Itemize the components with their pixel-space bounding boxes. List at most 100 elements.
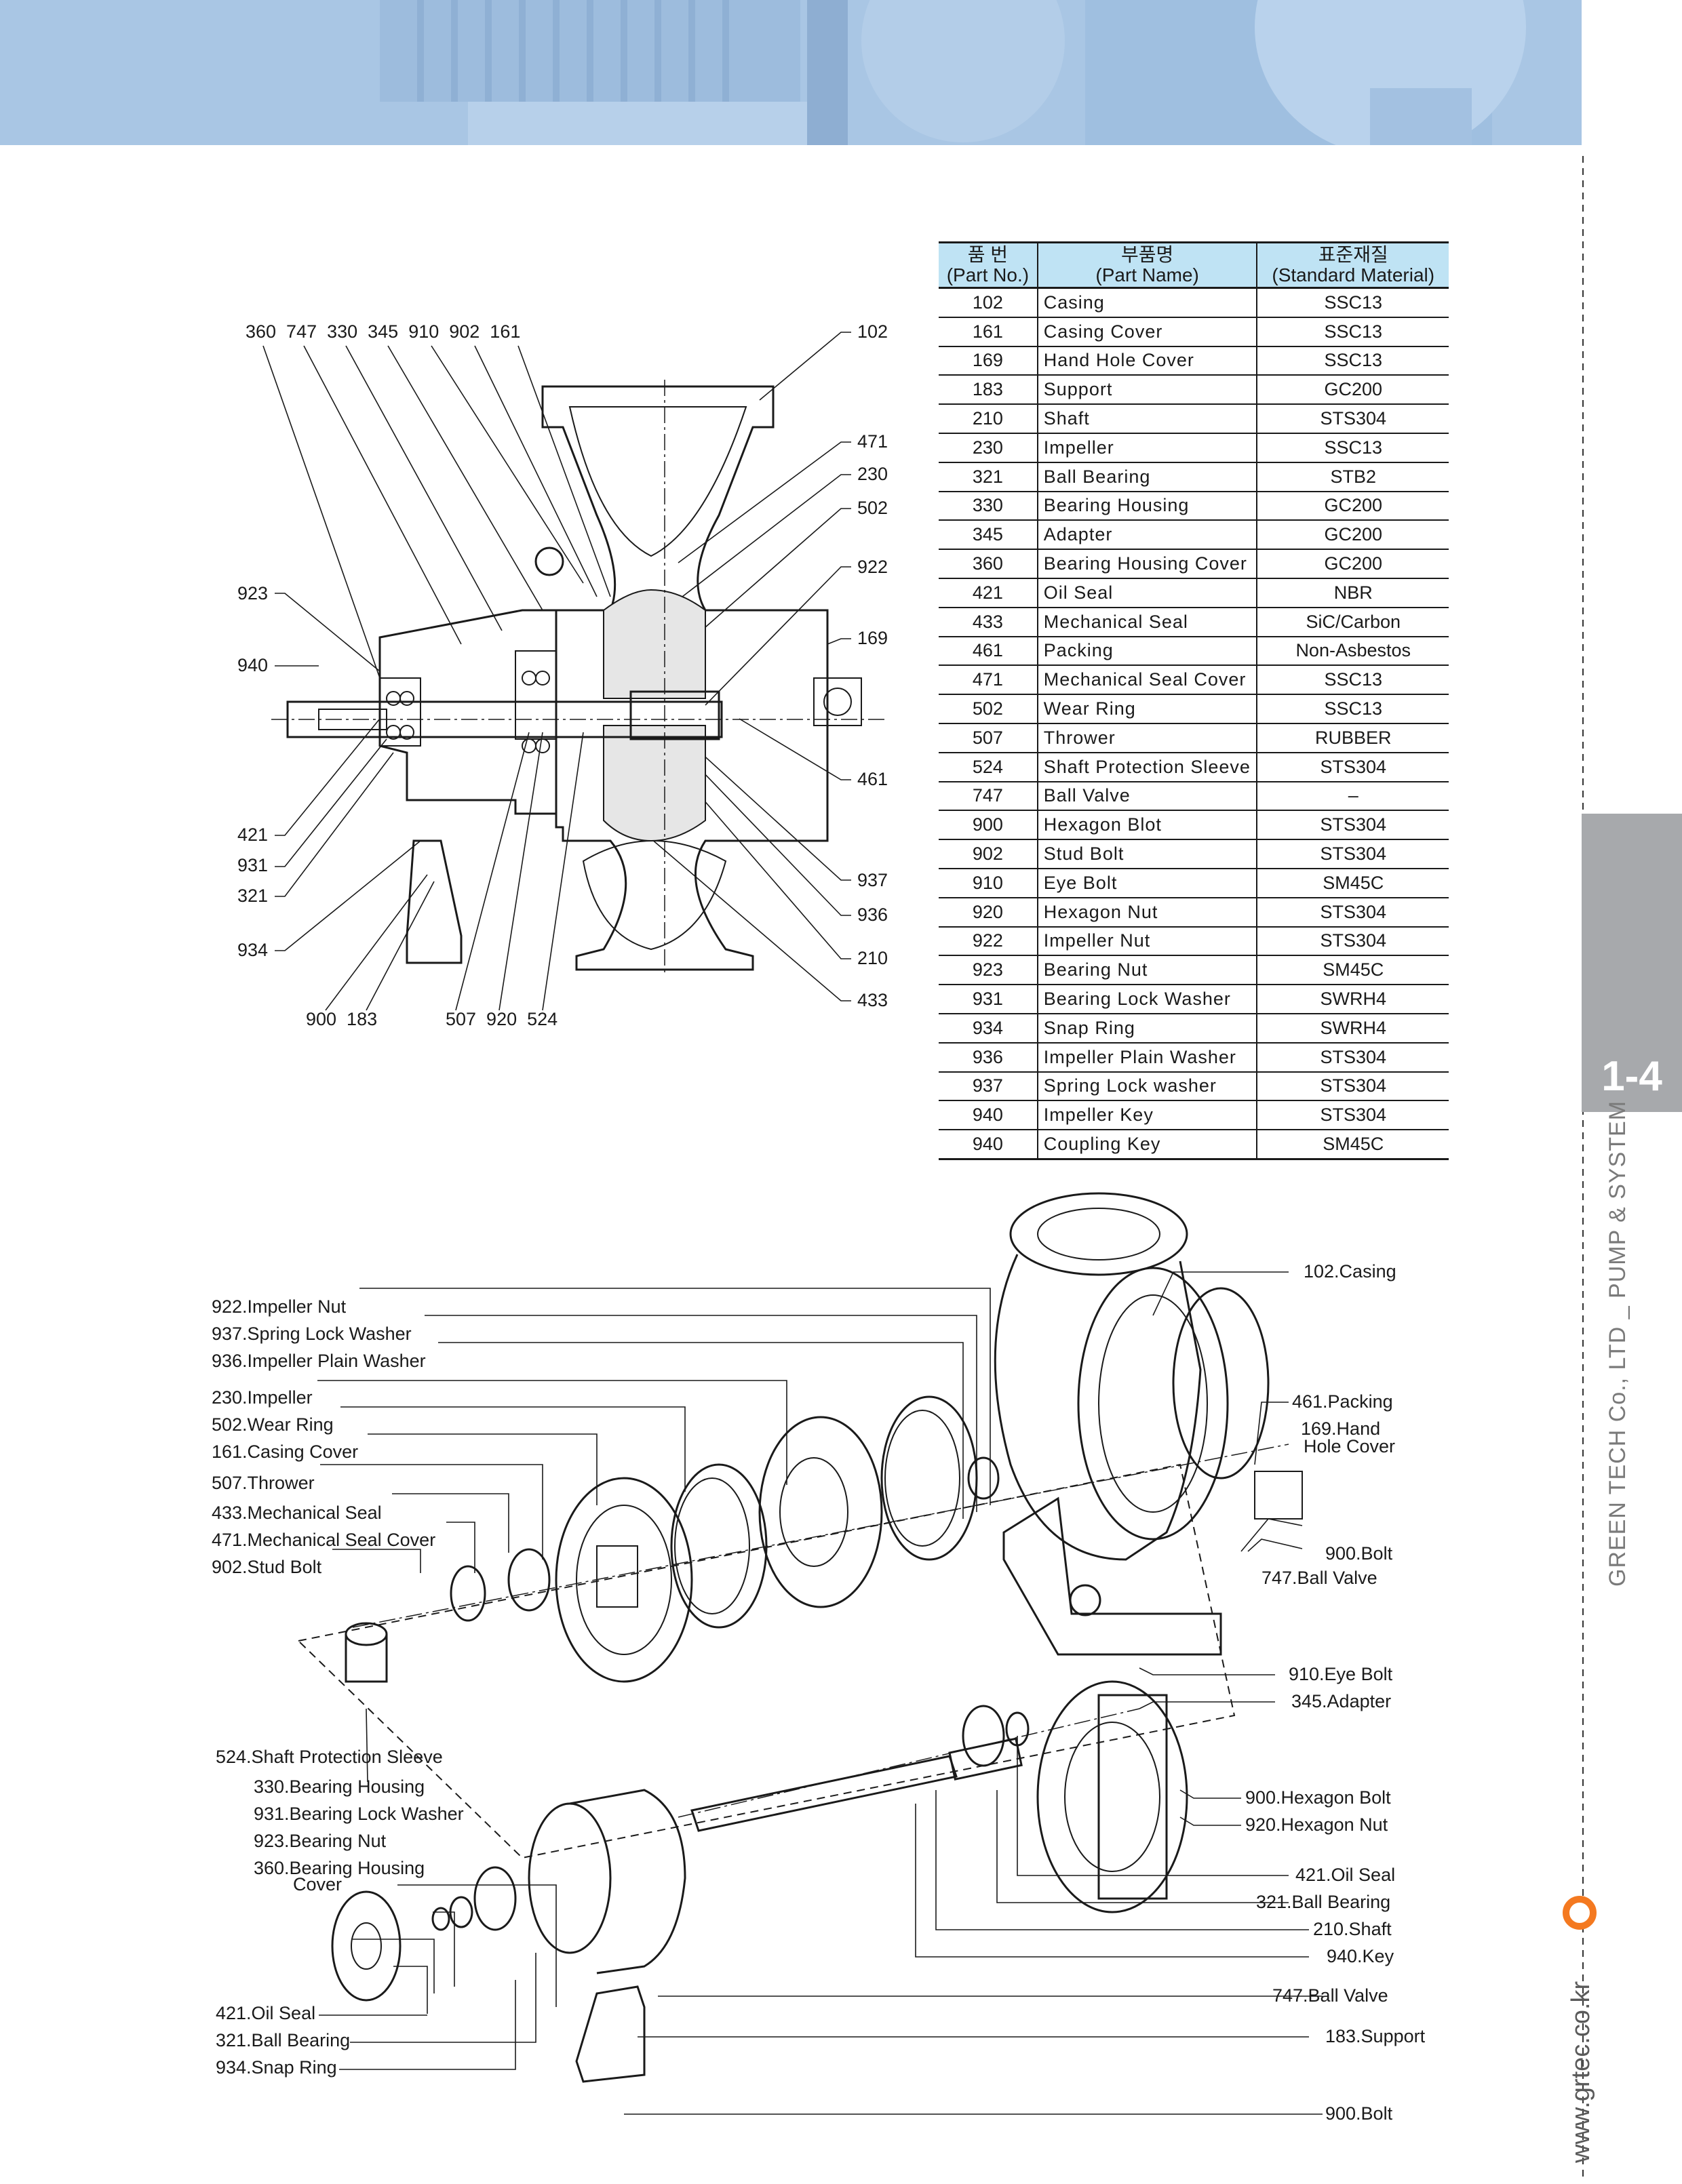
material-cell: SiC/Carbon <box>1256 607 1449 637</box>
exploded-right-label: 321.Ball Bearing <box>1256 1892 1390 1912</box>
material-cell: SSC13 <box>1256 694 1449 724</box>
callout-461: 461 <box>857 769 888 789</box>
exploded-bearing-housing <box>331 1789 686 2002</box>
assembly-plane <box>296 1463 1236 1859</box>
material-cell: STS304 <box>1256 839 1449 869</box>
part-name-cell: Bearing Nut <box>1036 955 1257 986</box>
material-cell: SSC13 <box>1256 346 1449 376</box>
exploded-left-label: 937.Spring Lock Washer <box>212 1324 412 1344</box>
rail-dashed-line <box>1582 156 1584 2181</box>
exploded-leader-lines <box>317 1271 1323 2115</box>
exploded-support <box>575 1985 646 2083</box>
exploded-left-label: 524.Shaft Protection Sleeve <box>216 1747 443 1767</box>
part-name-cell: Stud Bolt <box>1036 839 1257 869</box>
part-number-cell: 102 <box>939 287 1038 318</box>
material-cell: STS304 <box>1256 810 1449 841</box>
table-header-row: 품 번(Part No.) 부품명(Part Name) 표준재질(Standa… <box>939 241 1449 289</box>
part-number-cell: 421 <box>939 578 1038 608</box>
part-number-cell: 940 <box>939 1130 1038 1160</box>
section-support <box>406 839 463 964</box>
col-part-name: 부품명(Part Name) <box>1036 241 1257 289</box>
exploded-left-label: 502.Wear Ring <box>212 1414 334 1435</box>
exploded-right-label: 747.Ball Valve <box>1262 1568 1377 1588</box>
part-name-cell: Shaft <box>1036 404 1257 434</box>
company-name-vertical: GREEN TECH Co., LTD _ PUMP & SYSTEM <box>1605 1100 1630 1587</box>
part-number-cell: 471 <box>939 665 1038 696</box>
section-leader-lines <box>262 332 851 1011</box>
exploded-right-label: 910.Eye Bolt <box>1289 1664 1393 1684</box>
exploded-right-label: 183.Support <box>1325 2026 1426 2046</box>
part-number-cell: 902 <box>939 839 1038 869</box>
header-photo-band <box>0 0 1582 145</box>
callout-102: 102 <box>857 321 888 342</box>
part-number-cell: 330 <box>939 491 1038 521</box>
part-number-cell: 910 <box>939 868 1038 898</box>
callout-421: 421 <box>237 825 268 845</box>
part-name-cell: Ball Valve <box>1036 781 1257 812</box>
part-name-cell: Ball Bearing <box>1036 462 1257 492</box>
section-bearing-housing <box>378 547 564 815</box>
part-number-cell: 183 <box>939 375 1038 405</box>
material-cell: SM45C <box>1256 1130 1449 1160</box>
exploded-left-label: 433.Mechanical Seal <box>212 1503 382 1523</box>
exploded-left-label: 923.Bearing Nut <box>254 1831 387 1851</box>
exploded-right-label: 920.Hexagon Nut <box>1245 1814 1388 1835</box>
material-cell: STS304 <box>1256 897 1449 928</box>
part-number-cell: 433 <box>939 607 1038 637</box>
material-cell: SSC13 <box>1256 665 1449 696</box>
bottom-mid-callouts: 507 920 524 <box>446 1009 558 1029</box>
callout-922: 922 <box>857 557 888 577</box>
section-casing <box>541 385 862 971</box>
material-cell: STS304 <box>1256 752 1449 782</box>
exploded-right-label: 345.Adapter <box>1291 1691 1391 1711</box>
material-cell: SSC13 <box>1256 287 1449 318</box>
orange-ring-icon <box>1563 1896 1597 1930</box>
callout-923: 923 <box>237 583 268 603</box>
callout-931: 931 <box>237 855 268 875</box>
callout-321: 321 <box>237 886 268 906</box>
part-number-cell: 940 <box>939 1100 1038 1131</box>
part-name-cell: Wear Ring <box>1036 694 1257 724</box>
col-material: 표준재질(Standard Material) <box>1256 241 1449 289</box>
part-number-cell: 230 <box>939 433 1038 463</box>
part-number-cell: 931 <box>939 985 1038 1014</box>
exploded-right-label: 900.Hexagon Bolt <box>1245 1787 1391 1808</box>
part-name-cell: Adapter <box>1036 520 1257 551</box>
part-number-cell: 169 <box>939 346 1038 376</box>
part-name-cell: Casing Cover <box>1036 317 1257 347</box>
exploded-right-label: 210.Shaft <box>1313 1919 1392 1939</box>
exploded-right-label: Hole Cover <box>1304 1436 1395 1456</box>
part-name-cell: Impeller Nut <box>1036 926 1257 957</box>
material-cell: NBR <box>1256 578 1449 608</box>
part-name-cell: Coupling Key <box>1036 1130 1257 1160</box>
exploded-left-label: 902.Stud Bolt <box>212 1557 322 1577</box>
material-cell: GC200 <box>1256 520 1449 551</box>
part-name-cell: Mechanical Seal Cover <box>1036 665 1257 696</box>
exploded-casing-cover <box>345 1477 693 1683</box>
part-number-cell: 461 <box>939 636 1038 667</box>
part-name-cell: Hexagon Blot <box>1036 810 1257 841</box>
part-number-cell: 502 <box>939 694 1038 724</box>
part-number-cell: 900 <box>939 810 1038 841</box>
part-name-cell: Oil Seal <box>1036 578 1257 608</box>
callout-230: 230 <box>857 464 888 484</box>
material-cell: GC200 <box>1256 491 1449 521</box>
material-cell: SSC13 <box>1256 433 1449 463</box>
callout-936: 936 <box>857 905 888 925</box>
part-name-cell: Mechanical Seal <box>1036 607 1257 637</box>
part-number-cell: 936 <box>939 1042 1038 1073</box>
part-name-cell: Hand Hole Cover <box>1036 346 1257 376</box>
part-name-cell: Spring Lock washer <box>1036 1071 1257 1102</box>
